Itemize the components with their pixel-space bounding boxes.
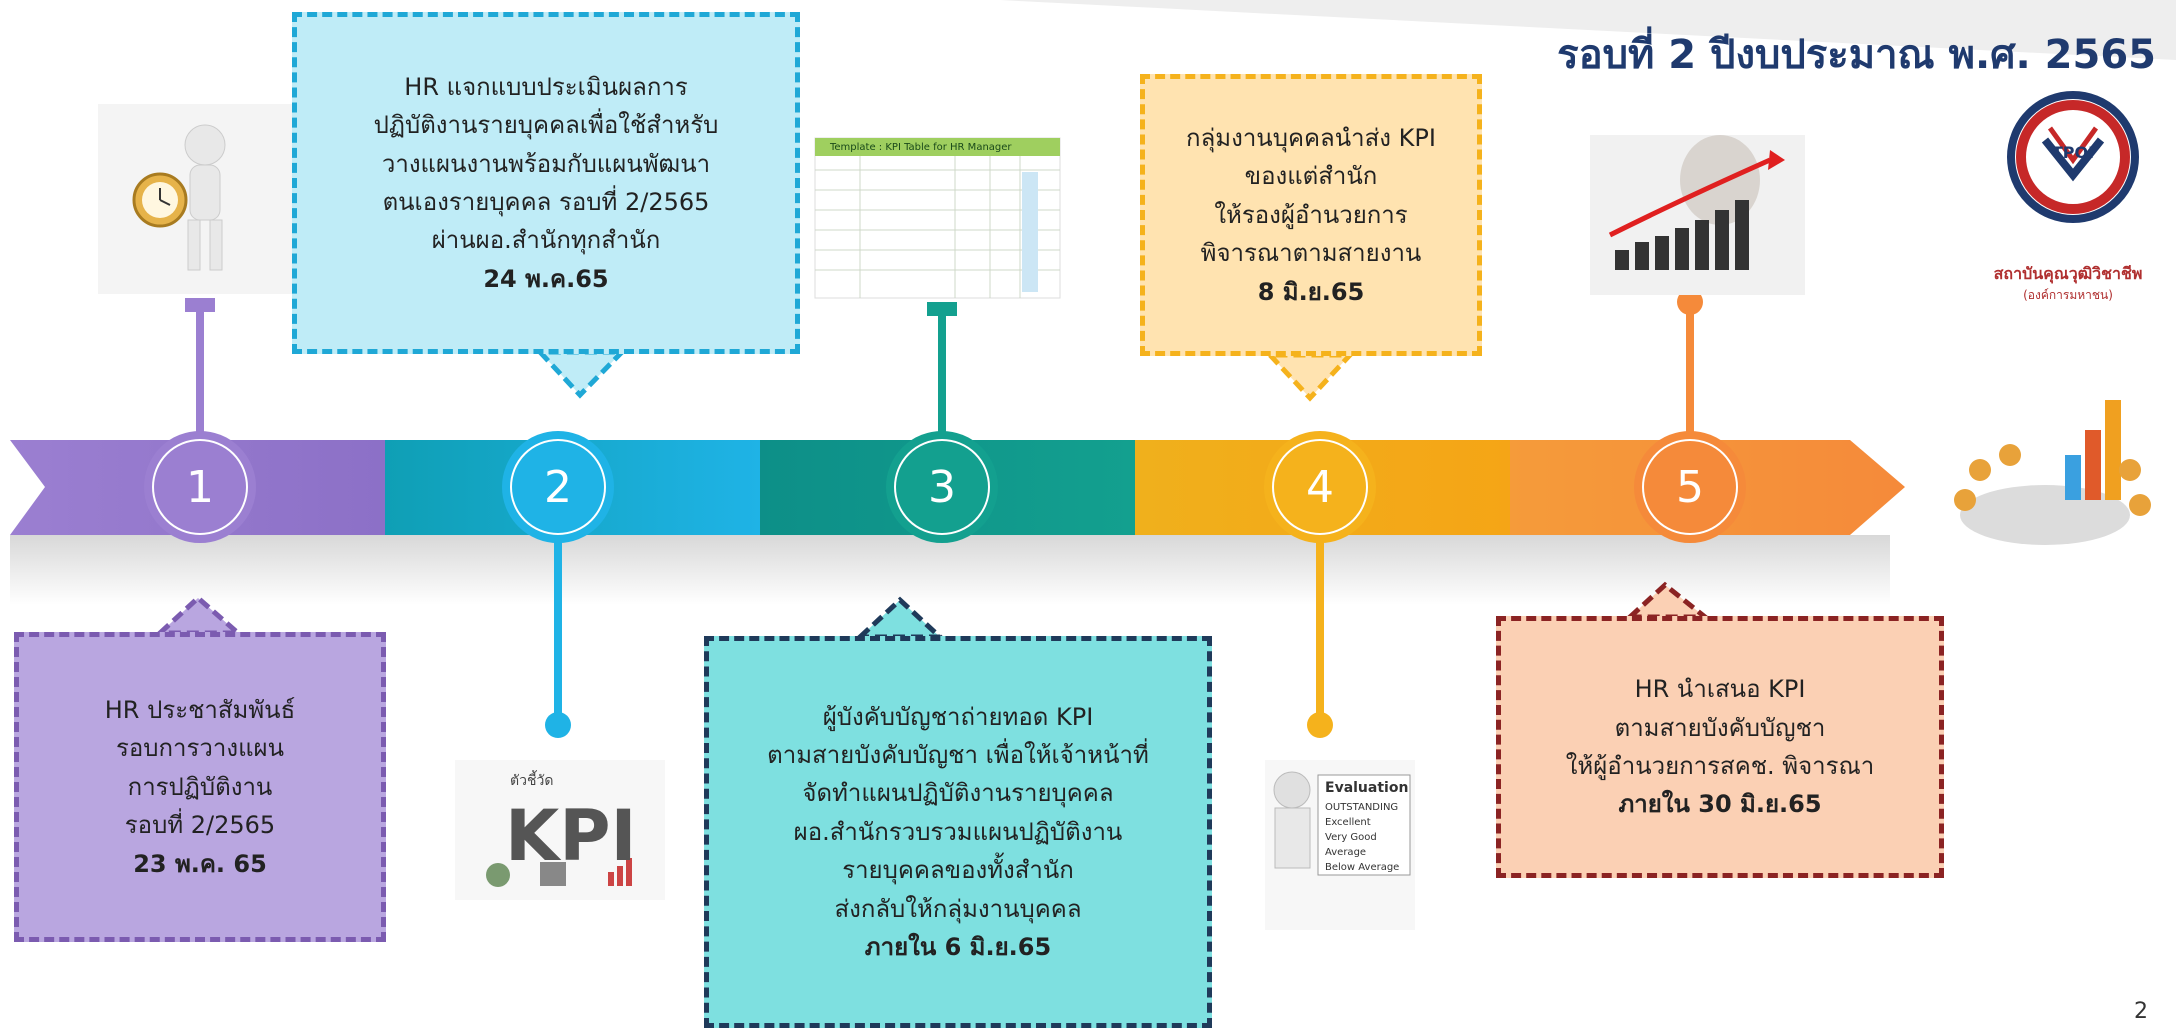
step-2-text: วางแผนงานพร้อมกับแผนพัฒนา [381, 149, 711, 178]
evaluation-options: OUTSTANDING Excellent Very Good Average … [1325, 800, 1399, 875]
corner-decoration [1000, 0, 2176, 60]
step-1-text: HR ประชาสัมพันธ์ [104, 696, 296, 725]
step-4-text: ให้รองผู้อำนวยการ [1214, 200, 1408, 229]
step-4-text: ของแต่สำนัก [1244, 162, 1378, 191]
step-5-text: ตามสายบังคับบัญชา [1614, 713, 1826, 742]
kpi-template-image [814, 137, 1061, 299]
step-2-callout: HR แจกแบบประเมินผลการ ปฏิบัติงานรายบุคคล… [292, 12, 800, 354]
person-with-clock-image [98, 104, 300, 294]
evaluation-option: Very Good [1325, 832, 1377, 843]
evaluation-option: OUTSTANDING [1325, 802, 1399, 813]
step-1-number: 1 [154, 441, 246, 533]
step-2-text: ปฏิบัติงานรายบุคคลเพื่อใช้สำหรับ [373, 111, 719, 140]
kpi-image-header: ตัวชี้วัด [510, 773, 554, 789]
step-1-text: การปฏิบัติงาน [127, 772, 273, 801]
logo-org-sub: (องค์การมหาชน) [2023, 288, 2113, 302]
callout-4-pointer [1264, 352, 1356, 402]
step-2-date: 24 พ.ค.65 [483, 264, 609, 293]
connector-2 [545, 535, 571, 738]
step-2-text: HR แจกแบบประเมินผลการ [404, 72, 688, 101]
evaluation-option: Below Average [1325, 862, 1400, 873]
callout-1-pointer [153, 594, 245, 636]
step-2-text: ตนเองรายบุคคล รอบที่ 2/2565 [382, 188, 710, 216]
step-3-text: รายบุคคลของทั้งสำนัก [842, 856, 1074, 885]
step-3-text: จัดทำแผนปฏิบัติงานรายบุคคล [802, 779, 1114, 808]
step-5-text: ให้ผู้อำนวยการสคช. พิจารณา [1565, 752, 1875, 780]
step-2-text: ผ่านผอ.สำนักทุกสำนัก [431, 226, 661, 255]
step-4-callout: กลุ่มงานบุคคลนำส่ง KPI ของแต่สำนัก ให้รอ… [1140, 74, 1482, 356]
kpi-image [455, 760, 665, 900]
page-number: 2 [2134, 999, 2148, 1024]
evaluation-image [1265, 760, 1415, 930]
step-2-badge: 2 [502, 431, 614, 543]
step-3-date: ภายใน 6 มิ.ย.65 [864, 932, 1052, 961]
connector-5 [1677, 289, 1703, 440]
step-3-text: ผอ.สำนักรวบรวมแผนปฏิบัติงาน [793, 817, 1123, 846]
page-title: รอบที่ 2 ปีงบประมาณ พ.ศ. 2565 [1557, 32, 2156, 78]
evaluation-title: Evaluation [1325, 780, 1409, 796]
step-5-callout: HR นำเสนอ KPI ตามสายบังคับบัญชา ให้ผู้อำ… [1496, 616, 1944, 878]
connector-1 [185, 298, 215, 440]
step-1-badge: 1 [144, 431, 256, 543]
tpqi-logo [2007, 91, 2139, 223]
step-3-callout: ผู้บังคับบัญชาถ่ายทอด KPI ตามสายบังคับบั… [704, 636, 1212, 1028]
step-1-text: รอบการวางแผน [115, 734, 285, 763]
callout-2-pointer [534, 349, 628, 399]
step-5-date: ภายใน 30 มิ.ย.65 [1618, 790, 1822, 819]
connector-4 [1307, 535, 1333, 738]
step-2-number: 2 [512, 441, 604, 533]
kpi-image-label: KPI [505, 795, 637, 877]
connector-3 [927, 302, 957, 440]
evaluation-option: Excellent [1325, 817, 1371, 828]
step-1-date: 23 พ.ค. 65 [133, 849, 267, 878]
step-4-number: 4 [1274, 441, 1366, 533]
timeline-shadow [10, 535, 1890, 605]
step-4-text: พิจารณาตามสายงาน [1200, 239, 1422, 268]
logo-mark-text: TPQI [2051, 143, 2095, 162]
template-title: Template : KPI Table for HR Manager [830, 142, 1012, 153]
step-5-number: 5 [1644, 441, 1736, 533]
step-1-callout: HR ประชาสัมพันธ์ รอบการวางแผน การปฏิบัติ… [14, 632, 386, 942]
step-3-text: ตามสายบังคับบัญชา เพื่อให้เจ้าหน้าที่ [767, 741, 1149, 770]
step-4-badge: 4 [1264, 431, 1376, 543]
evaluation-option: Average [1325, 847, 1367, 858]
step-5-badge: 5 [1634, 431, 1746, 543]
growth-chart-image [1590, 135, 1805, 295]
step-3-badge: 3 [886, 431, 998, 543]
logo-org-name: สถาบันคุณวุฒิวิชาชีพ [1993, 264, 2143, 283]
step-3-text: ส่งกลับให้กลุ่มงานบุคคล [834, 894, 1082, 923]
step-3-text: ผู้บังคับบัญชาถ่ายทอด KPI [822, 702, 1094, 731]
step-4-date: 8 มิ.ย.65 [1257, 277, 1365, 306]
step-1-text: รอบที่ 2/2565 [124, 811, 276, 840]
step-4-text: กลุ่มงานบุคคลนำส่ง KPI [1186, 124, 1436, 153]
step-5-text: HR นำเสนอ KPI [1634, 675, 1806, 704]
meeting-image [1954, 400, 2151, 545]
callout-3-pointer [853, 596, 947, 640]
step-3-number: 3 [896, 441, 988, 533]
